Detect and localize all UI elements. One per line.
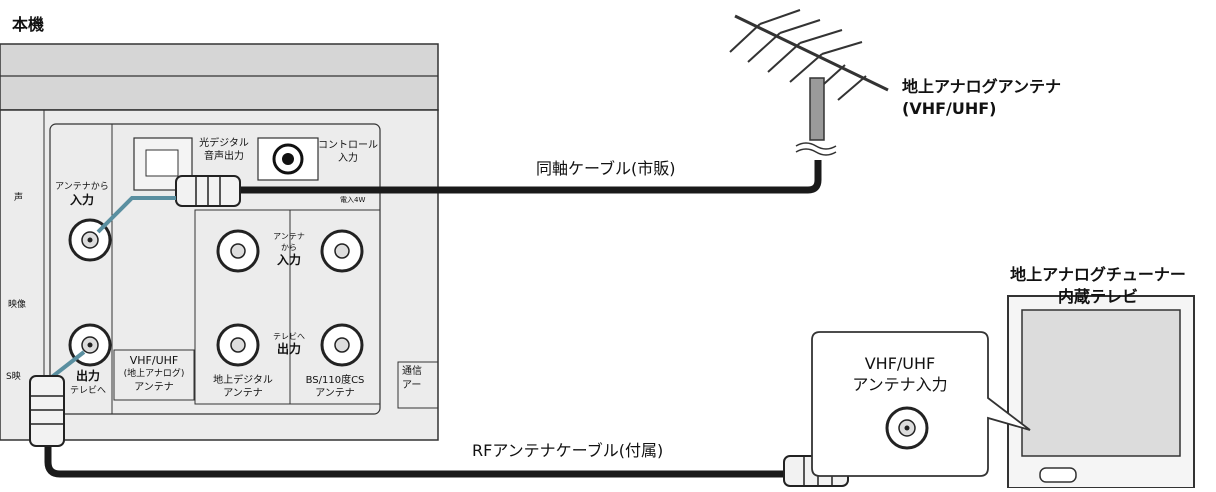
comm-partial-2: アー bbox=[402, 380, 422, 391]
left-partial-2: 映像 bbox=[8, 300, 27, 310]
bs-label-1: BS/110度CS bbox=[305, 375, 365, 386]
terrestrial-label-1: 地上デジタル bbox=[213, 375, 273, 386]
recorder-rear-panel bbox=[0, 43, 439, 441]
center-in-label-2: から bbox=[281, 243, 297, 252]
ant-in-connector bbox=[68, 218, 112, 262]
tv-label-1: 地上アナログチューナー bbox=[1010, 265, 1186, 284]
control-label-1: コントロール bbox=[318, 140, 378, 151]
tv-antenna-input-connector bbox=[885, 406, 929, 450]
center-in-label-1: アンテナ bbox=[273, 232, 305, 241]
comm-partial-1: 通信 bbox=[402, 366, 422, 377]
teal-link-in bbox=[96, 196, 176, 234]
vhf-box-label-2: (地上アナログ) bbox=[123, 369, 185, 379]
terrestrial-out-connector bbox=[216, 323, 260, 367]
left-partial-3: S映 bbox=[6, 372, 21, 382]
tv-input-label-2: アンテナ入力 bbox=[852, 375, 948, 394]
tv-label-2: 内蔵テレビ bbox=[1057, 287, 1138, 306]
antenna-label-1: 地上アナログアンテナ bbox=[902, 77, 1062, 96]
power-partial: 電入4W bbox=[340, 196, 366, 204]
tv-illustration bbox=[811, 295, 1195, 489]
vhf-box-label-1: VHF/UHF bbox=[129, 354, 179, 367]
tv-input-label-1: VHF/UHF bbox=[864, 354, 936, 373]
antenna-illustration bbox=[729, 9, 889, 156]
vhf-box-label-3: アンテナ bbox=[134, 382, 174, 393]
terrestrial-label-2: アンテナ bbox=[223, 388, 263, 399]
center-out-label: テレビへ bbox=[273, 332, 305, 341]
coax-cable bbox=[175, 160, 822, 207]
out-big-label: 出力 bbox=[75, 369, 100, 383]
optical-label-2: 音声出力 bbox=[204, 151, 244, 162]
optical-label-1: 光デジタル bbox=[199, 138, 249, 149]
rf-cable-label: RFアンテナケーブル(付属) bbox=[472, 441, 664, 460]
center-out-big-label: 出力 bbox=[276, 342, 301, 356]
page-title: 本機 bbox=[12, 15, 45, 34]
bs-in-connector bbox=[320, 229, 364, 273]
bs-out-connector bbox=[320, 323, 364, 367]
terrestrial-in-connector bbox=[216, 229, 260, 273]
left-partial-1: 声 bbox=[14, 193, 24, 203]
antenna-label-2: (VHF/UHF) bbox=[902, 99, 997, 118]
ant-in-big-label: 入力 bbox=[69, 193, 94, 207]
ant-in-small-label: アンテナから bbox=[55, 182, 109, 192]
control-port bbox=[257, 137, 319, 181]
coax-cable-label: 同軸ケーブル(市販) bbox=[536, 159, 676, 178]
control-label-2: 入力 bbox=[338, 153, 358, 164]
center-in-big-label: 入力 bbox=[276, 253, 301, 267]
bs-label-2: アンテナ bbox=[315, 388, 355, 399]
out-small-label: テレビへ bbox=[69, 386, 106, 396]
